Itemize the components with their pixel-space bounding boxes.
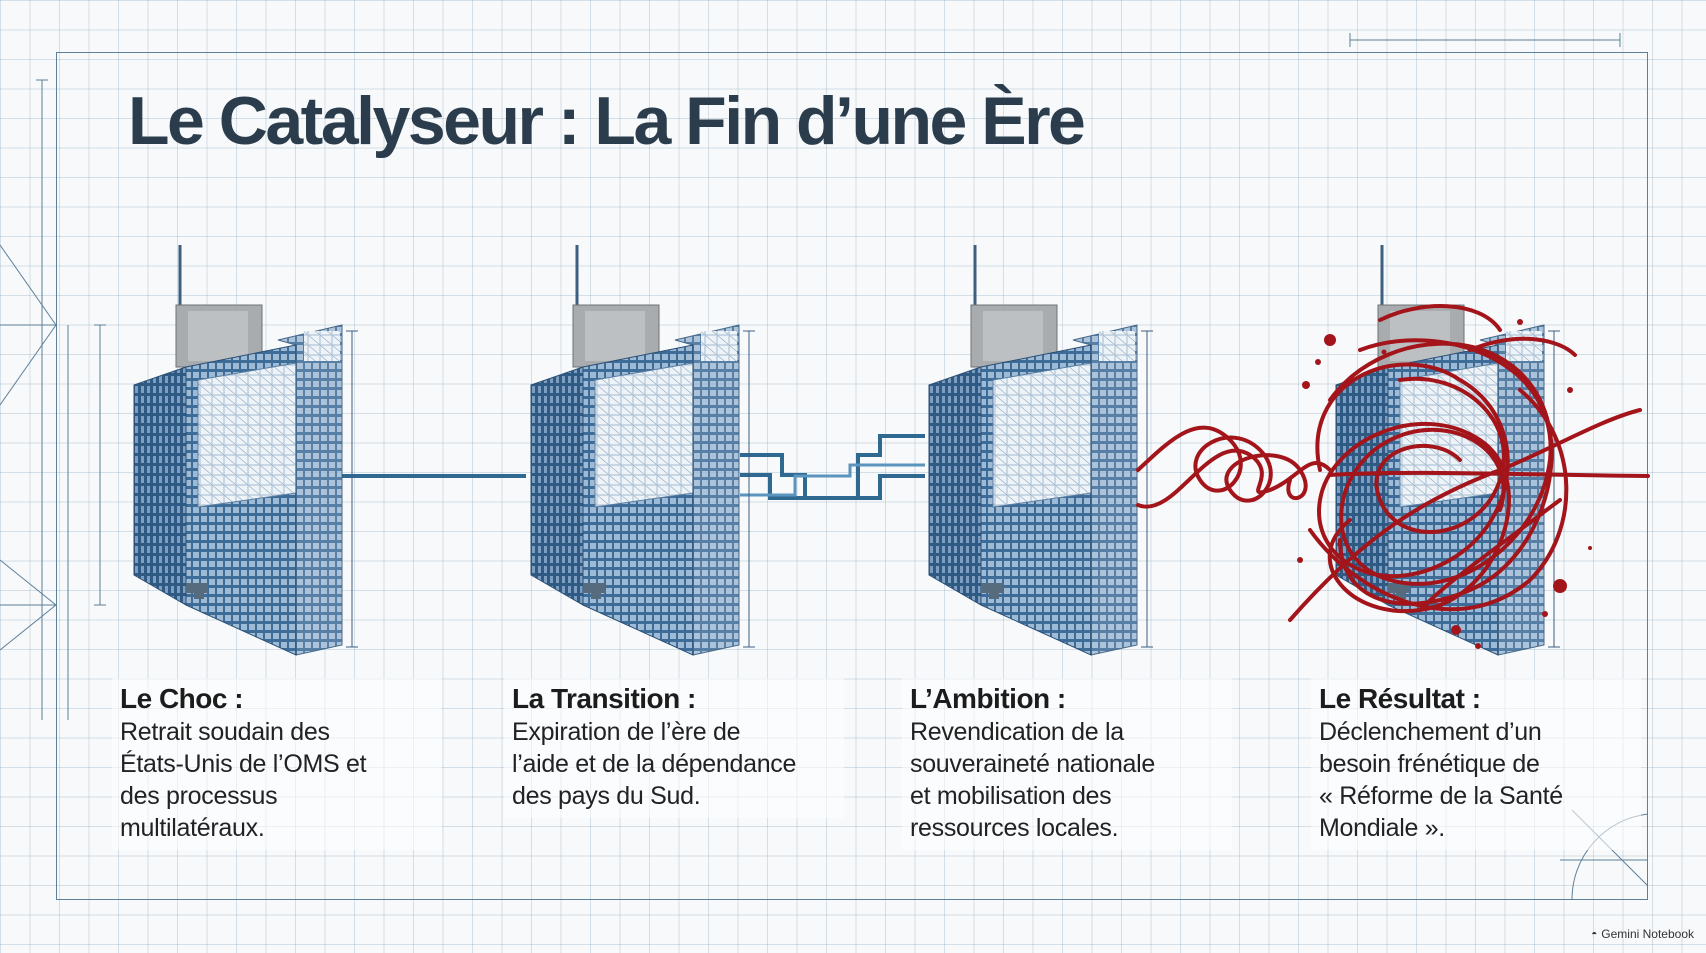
stage-shock-heading: Le Choc : xyxy=(120,683,244,714)
stage-shock-text-line: multilatéraux. xyxy=(120,814,265,842)
brand-watermark: ◓ Gemini Notebook xyxy=(1591,927,1694,941)
stage-result-text-line: Déclenchement d’un xyxy=(1319,718,1542,746)
building-illustration-3 xyxy=(927,243,1155,657)
stage-result-text-line: besoin frénétique de xyxy=(1319,750,1540,778)
tangle-scribble xyxy=(1288,304,1650,622)
blueprint-dimension-top xyxy=(1349,33,1621,47)
connector-transition-to-ambition xyxy=(740,434,925,500)
stage-transition-heading: La Transition : xyxy=(512,683,696,714)
brand-label: Gemini Notebook xyxy=(1601,927,1694,941)
building-illustration-2 xyxy=(529,243,757,657)
stage-result-text-line: Mondiale ». xyxy=(1319,814,1445,842)
stage-result-text-line: « Réforme de la Santé xyxy=(1319,782,1563,810)
stage-shock: Le Choc : Retrait soudain des États-Unis… xyxy=(112,678,442,850)
stage-ambition-text-line: et mobilisation des xyxy=(910,782,1112,810)
connector-ambition-to-result xyxy=(1136,425,1332,509)
tangle-splatter xyxy=(1297,319,1592,649)
stage-ambition-text-line: Revendication de la xyxy=(910,718,1124,746)
stage-transition-text-line: l’aide et de la dépendance xyxy=(512,750,797,778)
stage-shock-text-line: des processus xyxy=(120,782,278,810)
stage-ambition-text-line: ressources locales. xyxy=(910,814,1119,842)
stage-result: Le Résultat : Déclenchement d’un besoin … xyxy=(1311,678,1641,850)
stage-transition-text-line: Expiration de l’ère de xyxy=(512,718,741,746)
stage-transition: La Transition : Expiration de l’ère de l… xyxy=(504,678,844,818)
blueprint-decoration-left xyxy=(0,79,106,720)
page-title: Le Catalyseur : La Fin d’une Ère xyxy=(128,83,1086,159)
stage-shock-text-line: États-Unis de l’OMS et xyxy=(120,750,367,778)
building-illustration-1 xyxy=(132,243,360,657)
stage-transition-text-line: des pays du Sud. xyxy=(512,782,701,810)
stage-ambition-heading: L’Ambition : xyxy=(910,683,1066,714)
gemini-notebook-icon: ◓ xyxy=(1591,928,1598,940)
stage-ambition-text-line: souveraineté nationale xyxy=(910,750,1155,778)
stage-ambition: L’Ambition : Revendication de la souvera… xyxy=(902,678,1232,850)
stage-shock-text-line: Retrait soudain des xyxy=(120,718,330,746)
stage-result-heading: Le Résultat : xyxy=(1319,683,1481,714)
